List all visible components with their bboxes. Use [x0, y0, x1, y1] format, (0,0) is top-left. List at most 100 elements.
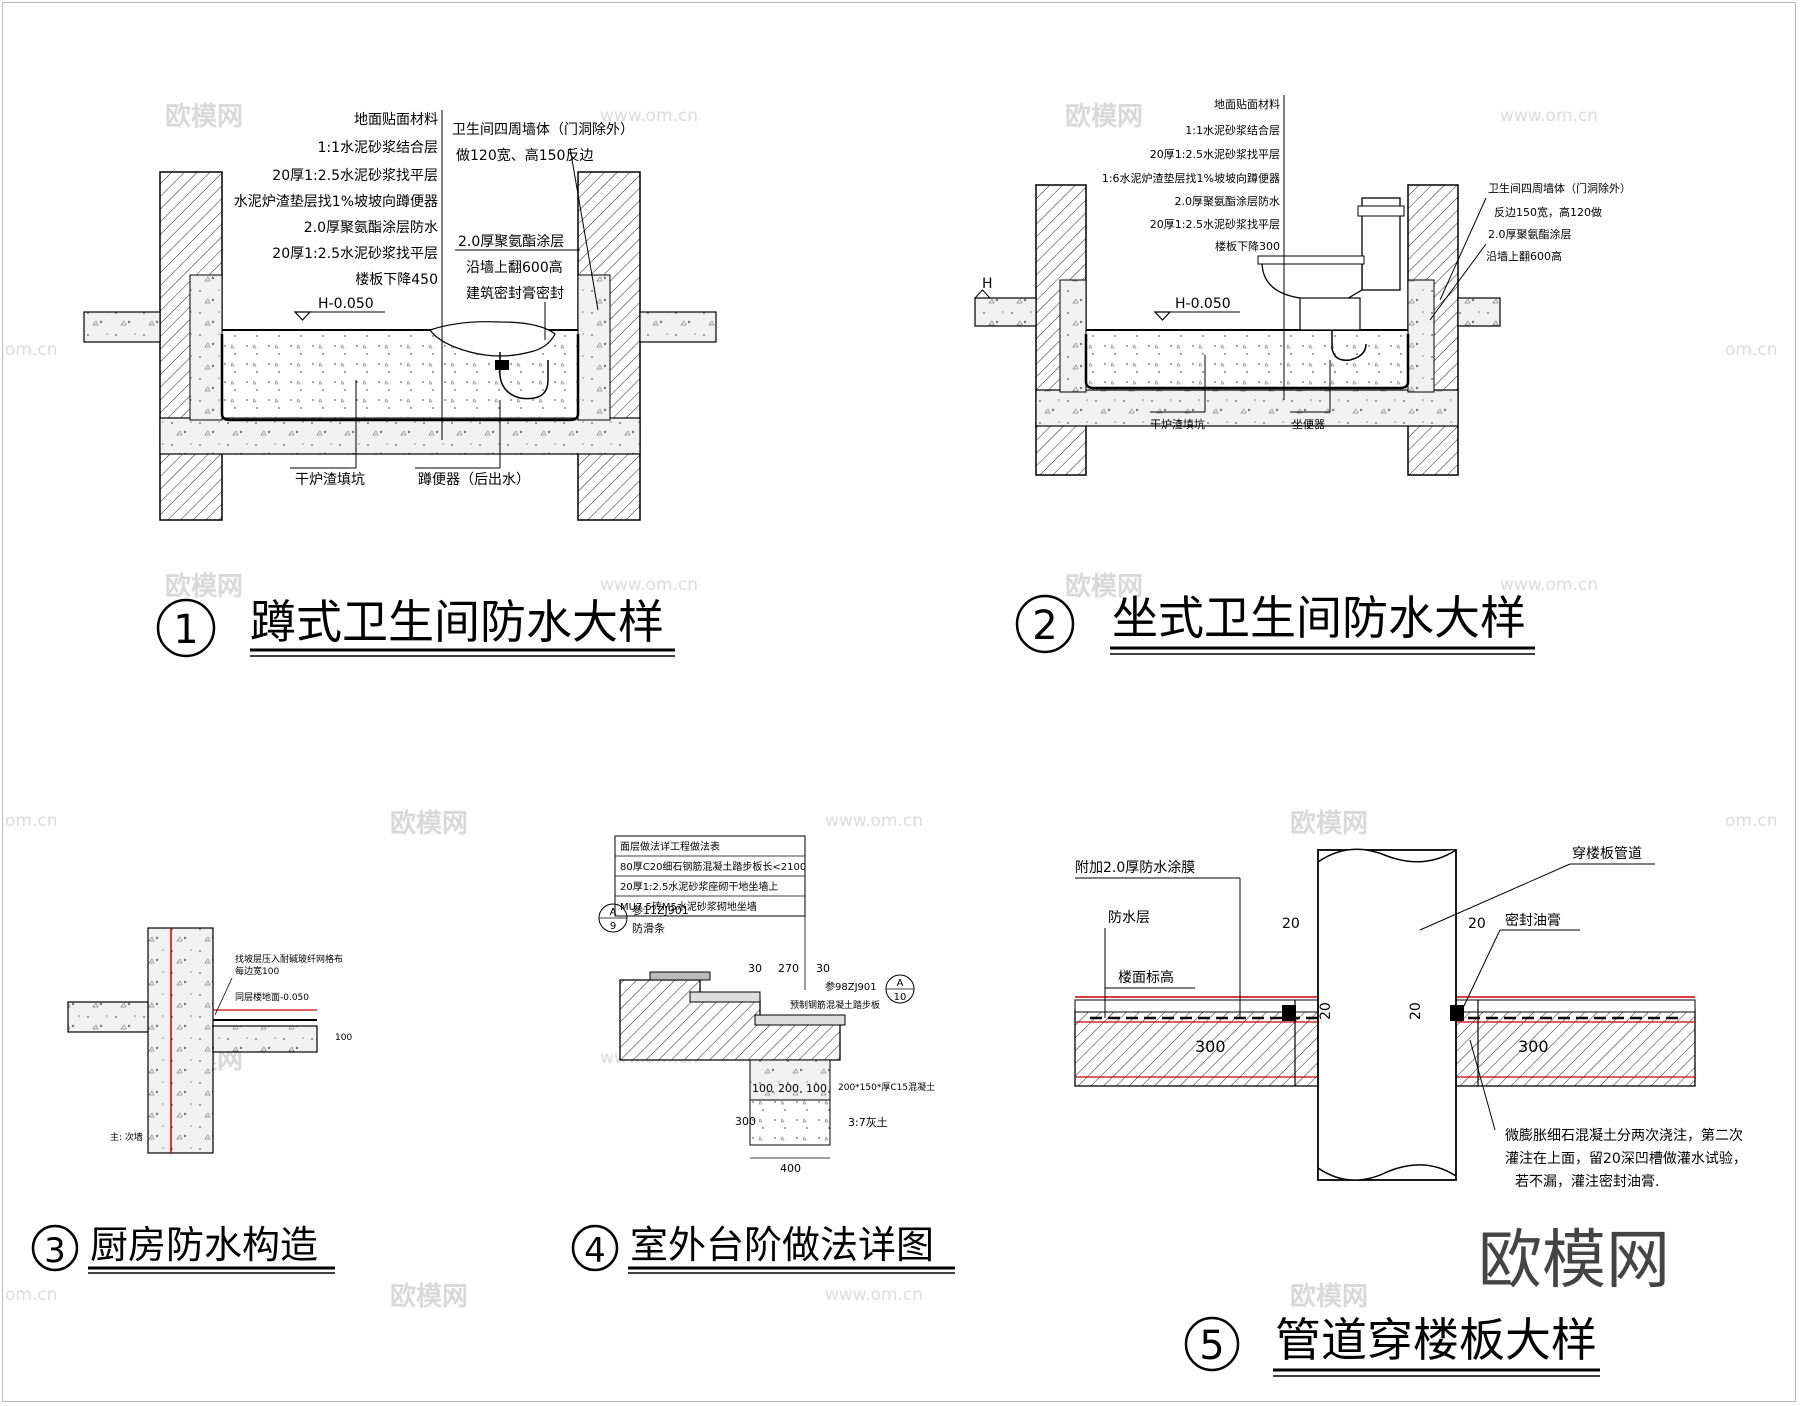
layer-5: 2.0厚聚氨酯涂层防水 — [1175, 194, 1281, 208]
lime-soil — [749, 1099, 831, 1146]
layer-list: 地面贴面材料 1:1水泥砂浆结合层 20厚1:2.5水泥砂浆找平层 1:6水泥炉… — [1102, 97, 1280, 253]
svg-text:300: 300 — [1195, 1037, 1226, 1056]
detail-1-squat-toilet: H-0.050 地面贴面材料 1:1水泥砂浆结合层 20厚1:2.5水泥砂浆找平… — [83, 110, 717, 658]
detail-number: 1 — [173, 607, 198, 653]
svg-text:参11ZJ901: 参11ZJ901 — [632, 903, 689, 917]
watermark-url: www.om.cn — [1500, 106, 1598, 126]
watermark-url: om.cn — [5, 811, 58, 831]
note-2: 每边宽100 — [235, 965, 279, 977]
detail-number-badge — [1184, 1316, 1240, 1372]
note-membrane: 2.0厚聚氨酯涂层 — [1488, 227, 1572, 241]
floor-slab-left — [974, 297, 1037, 327]
upturn-right — [1407, 279, 1435, 393]
h-mark: H — [982, 276, 993, 292]
watermark-url: om.cn — [1725, 340, 1778, 360]
layer-6: 20厚1:2.5水泥砂浆找平层 — [272, 246, 438, 262]
note-2: 灌注在上面，留20深凹槽做灌水试验， — [1505, 1151, 1747, 1167]
note-sealant: 建筑密封膏密封 — [466, 285, 564, 302]
note-upturn: 沿墙上翻600高 — [466, 259, 563, 276]
spec-table: 面层做法详工程做法表 80厚C20细石钢筋混凝土踏步板长<2100 20厚1:2… — [614, 835, 806, 917]
label-floor-level: 楼面标高 — [1118, 969, 1174, 986]
svg-text:A: A — [610, 907, 617, 918]
foot-note: 200*150*厚C15混凝土 — [838, 1081, 935, 1093]
sitting-toilet-icon — [1257, 197, 1405, 361]
detail-5-pipe-through-slab: 附加2.0厚防水涂膜 防水层 楼面标高 穿楼板管道 密封油膏 20 20 20 … — [1074, 846, 1747, 1377]
dims-top: 30 270 30 — [748, 962, 830, 975]
note-upturn: 沿墙上翻600高 — [1486, 249, 1562, 263]
layer-1: 地面贴面材料 — [354, 112, 438, 128]
svg-text:20: 20 — [1282, 916, 1300, 932]
upturn-left — [1059, 279, 1087, 393]
wall-note-2: 反边150宽，高120做 — [1494, 205, 1602, 219]
upturn-right — [577, 274, 611, 421]
fill-label: 干炉渣填坑 — [295, 472, 365, 488]
dims-bottom: 100 200 100 — [752, 1082, 827, 1095]
detail-number-badge — [1015, 594, 1075, 654]
dim: 100 — [335, 1033, 352, 1043]
watermark-brand: 欧模网 — [165, 101, 243, 132]
waterproof-membrane — [1084, 334, 1410, 390]
svg-text:20: 20 — [1408, 1002, 1424, 1020]
layer-3: 20厚1:2.5水泥砂浆找平层 — [272, 168, 438, 184]
watermark-brand: 欧模网 — [1065, 101, 1143, 132]
dimensions: 20 20 20 20 300 300 — [1195, 916, 1549, 1056]
svg-text:预制钢筋混凝土踏步板: 预制钢筋混凝土踏步板 — [790, 999, 880, 1011]
svg-text:200: 200 — [778, 1082, 799, 1095]
detail-title: 管道穿楼板大样 — [1275, 1313, 1597, 1367]
waterproof-membrane — [220, 334, 580, 422]
layer-6: 20厚1:2.5水泥砂浆找平层 — [1150, 217, 1280, 231]
elevation-symbol-icon — [293, 311, 312, 321]
watermark-url: www.om.cn — [600, 106, 698, 126]
svg-text:30: 30 — [748, 962, 762, 975]
svg-text:参98ZJ901: 参98ZJ901 — [825, 980, 877, 993]
sunken-slab — [1035, 389, 1459, 427]
svg-text:10: 10 — [894, 992, 907, 1003]
fixture-label: 蹲便器（后出水） — [418, 472, 530, 488]
watermark-brand: 欧模网 — [390, 1281, 468, 1312]
step-slab — [689, 991, 761, 1003]
svg-text:防滑条: 防滑条 — [632, 921, 665, 935]
watermark-url: www.om.cn — [600, 575, 698, 595]
label-waterproof: 防水层 — [1108, 910, 1150, 926]
watermark-url: www.om.cn — [825, 1285, 923, 1305]
table-row-3: 20厚1:2.5水泥砂浆座砌干地坐墙上 — [620, 880, 778, 893]
svg-text:100: 100 — [752, 1082, 773, 1095]
detail-number: 3 — [44, 1231, 66, 1271]
brand-logo: 欧模网 — [1478, 1224, 1670, 1298]
detail-number: 5 — [1199, 1323, 1224, 1369]
step-slab — [754, 1014, 846, 1026]
sealant-left — [1282, 1005, 1296, 1021]
pipe — [1317, 849, 1457, 1181]
svg-text:20: 20 — [1468, 916, 1486, 932]
elevation-label: H-0.050 — [318, 296, 374, 312]
floor-slab-right — [1457, 297, 1501, 327]
layer-5: 2.0厚聚氨酯涂层防水 — [304, 220, 438, 236]
floor-slab-left — [83, 311, 161, 343]
note-membrane: 2.0厚聚氨酯涂层 — [458, 234, 564, 250]
note-3: 若不漏，灌注密封油膏. — [1515, 1173, 1659, 1190]
watermark-brand: 欧模网 — [1065, 571, 1143, 602]
slab-right — [212, 1025, 318, 1053]
detail-3-kitchen: 找坡层压入耐碱玻纤网格布 每边宽100 同层楼地面-0.050 100 主: 次… — [31, 927, 352, 1274]
detail-title: 蹲式卫生间防水大样 — [250, 595, 664, 649]
watermark-brand: 欧模网 — [1290, 1281, 1368, 1312]
layer-2: 1:1水泥砂浆结合层 — [317, 140, 438, 156]
trap-pipe-icon — [499, 352, 549, 400]
detail-number: 2 — [1032, 603, 1057, 649]
elevation-label: H-0.050 — [1175, 296, 1231, 312]
sealant-right — [1450, 1005, 1464, 1021]
detail-number-badge — [31, 1224, 79, 1272]
sunken-slab — [159, 417, 641, 455]
table-row-1: 面层做法详工程做法表 — [620, 840, 720, 853]
watermark-url: om.cn — [5, 1285, 58, 1305]
upturn-left — [189, 274, 223, 421]
svg-text:20: 20 — [1318, 1002, 1334, 1020]
svg-text:270: 270 — [778, 962, 799, 975]
detail-title: 坐式卫生间防水大样 — [1112, 591, 1526, 645]
label-sealant: 密封油膏 — [1505, 912, 1561, 929]
wall-note-1: 卫生间四周墙体（门洞除外） — [452, 122, 634, 138]
soil-note: 3:7灰土 — [848, 1115, 888, 1129]
svg-text:100: 100 — [806, 1082, 827, 1095]
wall-note-1: 卫生间四周墙体（门洞除外） — [1488, 181, 1631, 195]
detail-number-badge — [571, 1224, 619, 1272]
